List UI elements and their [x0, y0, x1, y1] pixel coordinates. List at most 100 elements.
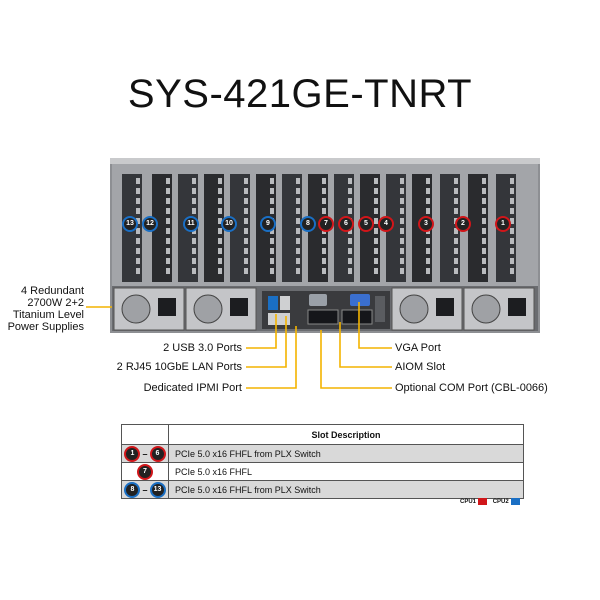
- slot-vent: [218, 208, 222, 214]
- slot-vent: [482, 238, 486, 244]
- slot-vent: [374, 238, 378, 244]
- slot-vent: [296, 188, 300, 194]
- slot-vent: [426, 178, 430, 184]
- slot-vent: [482, 248, 486, 254]
- slot-vent: [192, 208, 196, 214]
- cpu1-legend-label: CPU1: [460, 499, 477, 506]
- slot-vent: [348, 248, 352, 254]
- lan-ports-label: 2 RJ45 10GbE LAN Ports: [116, 361, 242, 373]
- slot-vent: [374, 258, 378, 264]
- slot-vent: [136, 188, 140, 194]
- slot-vent: [136, 198, 140, 204]
- slot-vent: [400, 258, 404, 264]
- slot-vent: [348, 208, 352, 214]
- slot-vent: [218, 258, 222, 264]
- slot-vent: [510, 188, 514, 194]
- slot-range-cell: 1–6: [121, 444, 169, 463]
- slot-vent: [482, 208, 486, 214]
- slot-vent: [510, 208, 514, 214]
- slot-number-badge: 9: [260, 216, 276, 232]
- slot-vent: [296, 268, 300, 274]
- slot-vent: [136, 208, 140, 214]
- slot-vent: [348, 188, 352, 194]
- slot-vent: [270, 238, 274, 244]
- slot-vent: [482, 198, 486, 204]
- slot-vent: [322, 238, 326, 244]
- slot-vent: [482, 218, 486, 224]
- com-leader-line: [320, 330, 392, 389]
- slot-vent: [322, 178, 326, 184]
- slot-vent: [374, 178, 378, 184]
- psu-callout-label: 4 Redundant 2700W 2+2 Titanium Level Pow…: [0, 285, 84, 333]
- slot-vent: [192, 198, 196, 204]
- slot-vent: [348, 228, 352, 234]
- slot-number-badge: 5: [358, 216, 374, 232]
- slot-vent: [510, 258, 514, 264]
- ipmi-leader-line: [246, 326, 297, 389]
- slot-badge: 6: [149, 445, 166, 462]
- slot-vent: [136, 248, 140, 254]
- slot-vent: [192, 268, 196, 274]
- slot-vent: [166, 258, 170, 264]
- slot-vent: [296, 238, 300, 244]
- slot-vent: [400, 208, 404, 214]
- slot-vent: [270, 248, 274, 254]
- slot-badge: 8: [124, 481, 141, 498]
- slot-vent: [322, 258, 326, 264]
- slot-vent: [296, 258, 300, 264]
- range-dash: –: [142, 484, 148, 495]
- slot-vent: [270, 258, 274, 264]
- cpu-legend: CPU1 CPU2: [460, 498, 524, 505]
- slot-number-badge: 4: [378, 216, 394, 232]
- slot-vent: [400, 178, 404, 184]
- vga-port-label: VGA Port: [395, 342, 441, 354]
- slot-vent: [166, 268, 170, 274]
- slot-vent: [270, 268, 274, 274]
- slot-vent: [218, 188, 222, 194]
- slot-number-badge: 6: [338, 216, 354, 232]
- slot-vent: [426, 268, 430, 274]
- slot-vent: [166, 248, 170, 254]
- slot-vent: [296, 218, 300, 224]
- slot-vent: [296, 198, 300, 204]
- slot-vent: [374, 218, 378, 224]
- psu-fan-icon: [471, 294, 501, 324]
- slot-number-badge: 10: [221, 216, 237, 232]
- slot-vent: [510, 238, 514, 244]
- slot-vent: [510, 198, 514, 204]
- slot-vent: [192, 248, 196, 254]
- table-row: 1–6 PCIe 5.0 x16 FHFL from PLX Switch: [121, 444, 524, 463]
- psu-label-line: Power Supplies: [7, 321, 84, 333]
- slot-vent: [166, 208, 170, 214]
- slot-vent: [296, 248, 300, 254]
- slot-vent: [166, 178, 170, 184]
- slot-vent: [296, 208, 300, 214]
- slot-vent: [218, 218, 222, 224]
- slot-vent: [400, 248, 404, 254]
- table-row: 8–13 PCIe 5.0 x16 FHFL from PLX Switch: [121, 480, 524, 499]
- slot-range-cell: 8–13: [121, 480, 169, 499]
- slot-vent: [192, 178, 196, 184]
- slot-vent: [270, 198, 274, 204]
- table-header-blank: [121, 424, 169, 445]
- slot-description: PCIe 5.0 x16 FHFL from PLX Switch: [168, 444, 524, 463]
- slot-vent: [322, 188, 326, 194]
- slot-vent: [192, 238, 196, 244]
- slot-vent: [510, 248, 514, 254]
- table-header: Slot Description: [168, 424, 524, 445]
- slot-vent: [374, 198, 378, 204]
- slot-vent: [192, 258, 196, 264]
- slot-vent: [192, 188, 196, 194]
- slot-vent: [400, 198, 404, 204]
- server-rear-panel-illustration: [110, 158, 540, 333]
- page-title: SYS-421GE-TNRT: [127, 72, 473, 116]
- slot-vent: [270, 188, 274, 194]
- slot-vent: [426, 248, 430, 254]
- slot-number-badge: 13: [122, 216, 138, 232]
- slot-vent: [400, 228, 404, 234]
- slot-vent: [244, 258, 248, 264]
- slot-vent: [482, 228, 486, 234]
- slot-badge: 7: [137, 463, 153, 480]
- slot-vent: [374, 248, 378, 254]
- slot-vent: [400, 238, 404, 244]
